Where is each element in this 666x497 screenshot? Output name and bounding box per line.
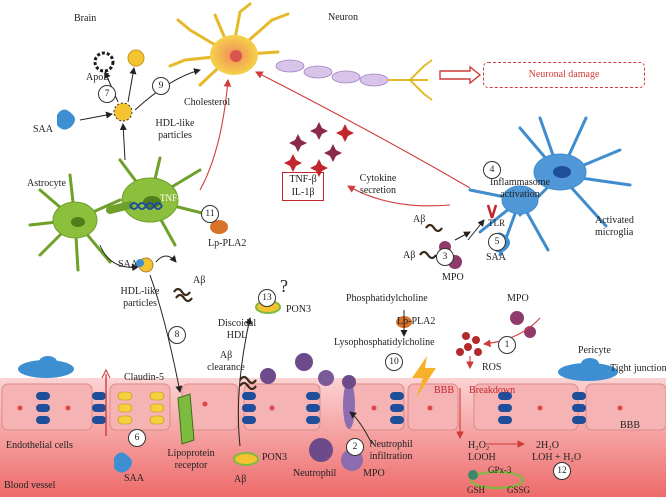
lp-pla2-blob	[210, 220, 228, 234]
abeta-mid-label: Aβ	[193, 275, 206, 286]
step-6-badge: 6	[128, 429, 146, 447]
pericyte-left	[18, 360, 74, 378]
lightning-bolt	[412, 356, 436, 398]
inflammasome-activation-label: Inflammasome activation	[490, 177, 550, 200]
neutrophil-infiltration-label: Neutrophil infiltration	[369, 439, 413, 462]
pon3-bottom-label: PON3	[262, 452, 288, 463]
question-mark: ?	[280, 276, 288, 296]
step-13-badge: 13	[258, 289, 276, 307]
abeta-microglia-1-label: Aβ	[413, 214, 426, 225]
looh-label: LOOH	[468, 452, 496, 463]
ros-particles	[456, 332, 482, 356]
bbb-mid-label: BBB	[434, 385, 455, 396]
tnf-alpha-label: TNF-α	[160, 193, 185, 203]
ros-label: ROS	[482, 362, 502, 373]
apoe-particles	[93, 49, 145, 122]
breakdown-label: Breakdown	[469, 385, 516, 396]
neuron-shape	[168, 2, 433, 101]
mpo-bottom-label: MPO	[363, 468, 385, 479]
mpo-microglia-label: MPO	[442, 272, 464, 283]
tight-junctions	[36, 392, 586, 424]
astrocyte-label: Astrocyte	[27, 178, 66, 189]
step-10-badge: 10	[385, 353, 403, 371]
h2o2-label: H₂O₂	[468, 440, 490, 451]
2h2o-label: 2H₂O	[536, 440, 559, 451]
pon3-mid-label: PON3	[286, 304, 312, 315]
abeta-bottom-label: Aβ	[234, 474, 247, 485]
lipoprotein-receptor-shape	[177, 393, 195, 445]
pericyte-right	[558, 363, 618, 381]
endothelial-cells-label: Endothelial cells	[6, 440, 73, 451]
saa-bottom-label: SAA	[124, 473, 145, 484]
abeta-clearance-label: Aβ clearance	[207, 350, 245, 373]
gssg-label: GSSG	[507, 485, 531, 495]
tlr-receptor	[486, 204, 498, 219]
red-arrows	[101, 71, 541, 448]
cholesterol-label: Cholesterol	[184, 97, 231, 108]
step-8-badge: 8	[168, 326, 186, 344]
gpx3-cycle	[469, 470, 525, 490]
pericyte-label: Pericyte	[578, 345, 611, 356]
cytokine-secretion-label: Cytokine secretion	[359, 173, 397, 196]
cytokine-box: TNF-β IL-1β	[282, 172, 324, 201]
phosphatidylcholine-label: Phosphatidylcholine	[346, 293, 428, 304]
cytokines	[284, 122, 354, 177]
endothelial-nuclei	[17, 401, 623, 411]
step-12-badge: 12	[553, 462, 571, 480]
saa-mid-label: SAA	[118, 259, 139, 270]
apoe-label: ApoE	[86, 72, 110, 83]
lp-pla2-left-label: Lp-PLA2	[208, 238, 247, 249]
claudin-5-label: Claudin-5	[124, 372, 164, 383]
tlr-label: TLR	[488, 218, 505, 228]
step-1-badge: 1	[498, 336, 516, 354]
lp-pla2-mid-label: Lp-PLA2	[397, 316, 436, 327]
tight-junction-label: Tight junction	[610, 363, 666, 374]
saa-top-label: SAA	[33, 124, 54, 135]
step-9-badge: 9	[152, 77, 170, 95]
region-brain-label: Brain	[74, 13, 97, 24]
lipoprotein-receptor-label: Lipoprotein receptor	[167, 448, 215, 471]
neuronal-damage-box: Neuronal damage	[483, 62, 645, 88]
neuron-label: Neuron	[328, 12, 358, 23]
microglia-shape	[468, 116, 632, 257]
gpx3-label: GPx-3	[488, 465, 512, 475]
hdl-like-particles-mid-label: HDL-like particles	[120, 286, 160, 309]
mpo-right-label: MPO	[507, 293, 529, 304]
neutrophil-label: Neutrophil	[293, 468, 337, 479]
discoidal-hdl-label: Discoidal HDL	[217, 318, 257, 341]
step-2-badge: 2	[346, 438, 364, 456]
claudin-5-proteins	[117, 391, 165, 425]
step-5-badge: 5	[488, 233, 506, 251]
hdl-like-particles-top-label: HDL-like particles	[155, 118, 195, 141]
astrocyte-shape	[28, 156, 212, 272]
step-11-badge: 11	[201, 205, 219, 223]
bbb-right-label: BBB	[620, 420, 641, 431]
damage-arrow	[439, 65, 482, 85]
saa-microglia-label: SAA	[486, 252, 507, 263]
abeta-microglia-2-label: Aβ	[403, 250, 416, 261]
activated-microglia-label: Activated microglia	[595, 215, 634, 238]
step-7-badge: 7	[98, 85, 116, 103]
abeta-fibrils	[173, 223, 443, 465]
cytokine-tnf-beta: TNF-β	[289, 174, 317, 185]
step-4-badge: 4	[483, 161, 501, 179]
loh-h2o-label: LOH + H₂O	[532, 452, 582, 463]
lysophosphatidylcholine-label: Lysophosphatidylcholine	[334, 337, 435, 348]
cytokine-il-1-beta: IL-1β	[291, 187, 315, 198]
region-blood-vessel-label: Blood vessel	[4, 480, 56, 491]
step-3-badge: 3	[436, 248, 454, 266]
gsh-label: GSH	[467, 485, 486, 495]
